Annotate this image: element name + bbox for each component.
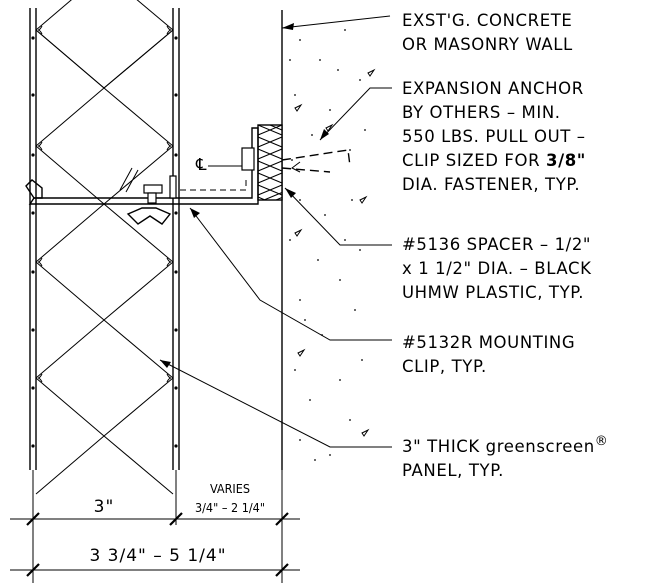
masonry-wall — [281, 10, 376, 470]
callouts: EXST'G. CONCRETE OR MASONRY WALL EXPANSI… — [402, 11, 614, 480]
mounting-clip-label: #5132R MOUNTING CLIP, TYP. — [402, 333, 581, 376]
dim-panel-width: 3" — [94, 497, 115, 517]
spacer-label: #5136 SPACER – 1/2" x 1 1/2" DIA. – BLAC… — [402, 235, 597, 302]
dim-varies-range: 3/4" – 2 1/4" — [195, 500, 265, 515]
greenscreen-panel — [29, 0, 180, 495]
panel-label: 3" THICK greenscreen® PANEL, TYP. — [402, 430, 614, 480]
centerline-symbol: ℄ — [195, 155, 207, 174]
wall-label: EXST'G. CONCRETE OR MASONRY WALL — [402, 11, 578, 54]
mounting-clip — [25, 127, 351, 225]
leader-lines — [159, 15, 392, 448]
anchor-label: EXPANSION ANCHOR BY OTHERS – MIN. 550 LB… — [402, 79, 592, 194]
dim-varies-label: VARIES — [210, 481, 250, 496]
uhmw-spacer — [257, 124, 283, 201]
dimensions: 3" VARIES 3/4" – 2 1/4" 3 3/4" – 5 1/4" — [10, 470, 300, 583]
dim-overall: 3 3/4" – 5 1/4" — [89, 546, 226, 566]
